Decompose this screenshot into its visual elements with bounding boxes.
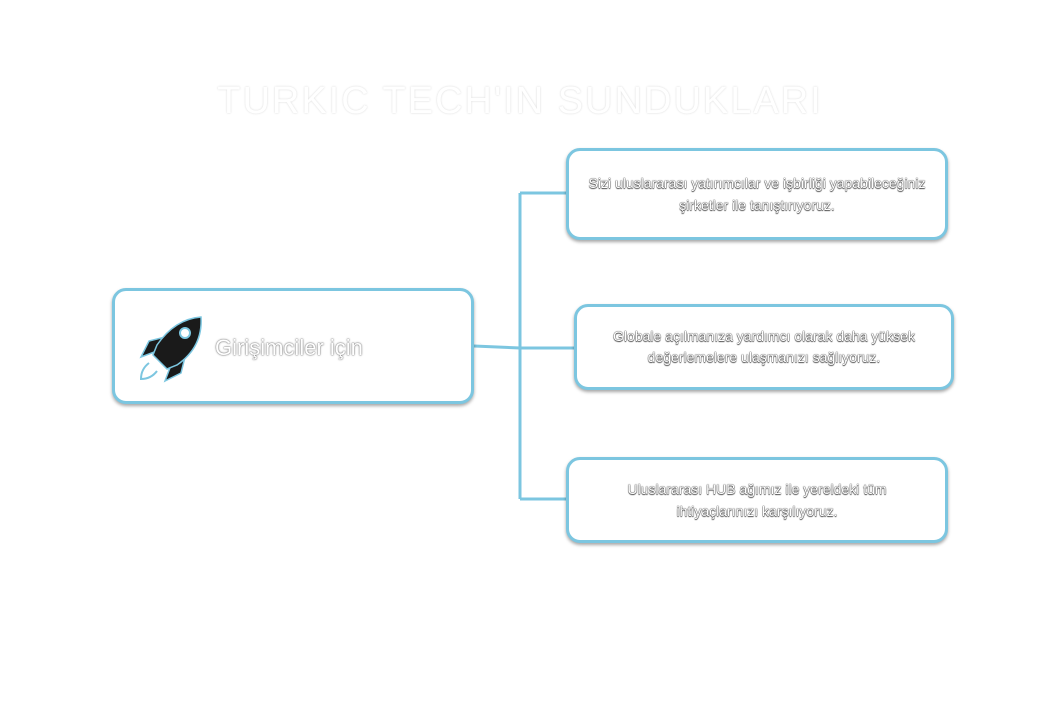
offer-item-hub: Uluslararası HUB ağımız ile yereldeki tü… bbox=[566, 457, 948, 543]
connector-main bbox=[473, 344, 574, 350]
entrepreneurs-label: Girişimciler için bbox=[215, 335, 363, 360]
rocket-icon bbox=[139, 316, 202, 383]
entrepreneurs-card[interactable]: Girişimciler için bbox=[112, 288, 474, 404]
offer-item-investors: Sizi uluslararası yatırımcılar ve işbirl… bbox=[566, 148, 948, 240]
offer-item-global: Globale açılmanıza yardımcı olarak daha … bbox=[574, 304, 954, 390]
page-title: TURKIC TECH'IN SUNDUKLARI bbox=[217, 80, 823, 122]
